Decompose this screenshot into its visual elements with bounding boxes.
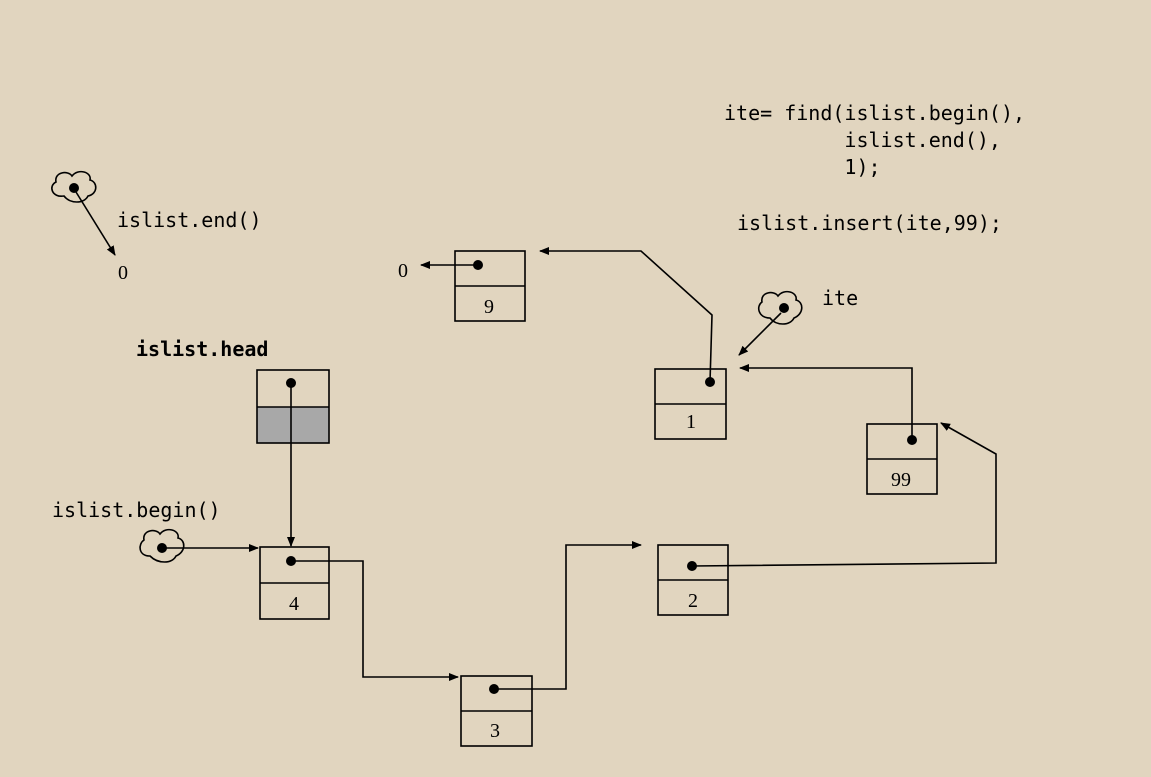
label-islist-begin: islist.begin() [52, 498, 221, 522]
label-ite: ite [822, 286, 859, 310]
node-9-value: 9 [484, 296, 494, 318]
node-2: 2 [657, 422, 997, 616]
node-2-value: 2 [688, 590, 698, 612]
node-99-value: 99 [891, 469, 911, 491]
node-4-value: 4 [289, 593, 299, 615]
node-9: 9 [420, 250, 526, 322]
node-3-value: 3 [490, 720, 500, 742]
node-99: 99 [739, 364, 938, 495]
label-islist-end: islist.end() [117, 208, 262, 232]
code-find-line1: ite= find(islist.begin(), [724, 101, 1026, 125]
code-find-line2: islist.end(), [724, 128, 1001, 152]
label-islist-head: islist.head [136, 337, 269, 361]
cloud-iterator-begin-icon [139, 528, 259, 563]
head-node [256, 369, 330, 547]
code-find-line3: 1); [724, 155, 881, 179]
code-insert-line: islist.insert(ite,99); [737, 211, 1002, 235]
node9-null-value: 0 [398, 260, 408, 282]
node-1: 1 [539, 247, 727, 440]
node-1-value: 1 [686, 411, 696, 433]
cloud-iterator-end-icon [51, 170, 116, 256]
node-4: 4 [259, 546, 459, 681]
end-null-value: 0 [118, 262, 128, 284]
cloud-iterator-ite-icon [738, 290, 803, 356]
node-3: 3 [460, 541, 642, 747]
